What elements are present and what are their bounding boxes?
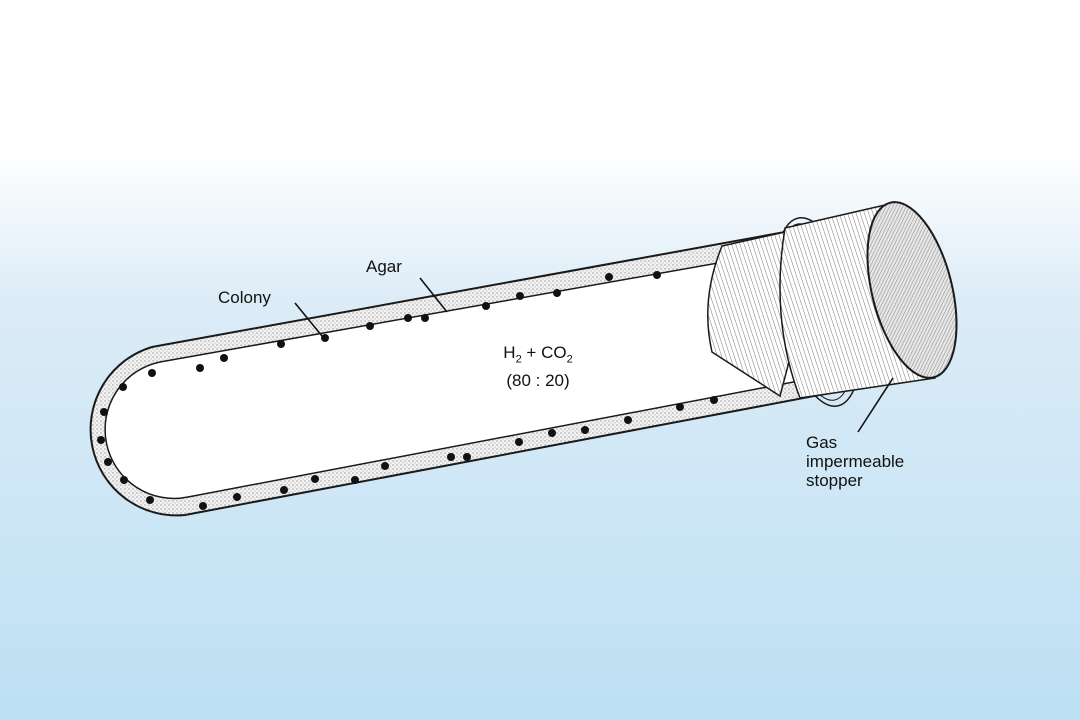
stopper-label-line-1: Gas [806,433,838,452]
leader-lines [294,277,894,433]
colony-dot [463,453,471,461]
colony-leader-line [294,302,323,337]
stopper-leader-line [857,377,894,433]
gas-mixture-label: H2 + CO2 (80 : 20) [478,342,598,392]
colony-dot [233,493,241,501]
gas-h-subscript: 2 [515,353,522,366]
gas-formula: H2 + CO2 [478,342,598,370]
colony-dot [196,364,204,372]
stopper-label: Gas impermeable stopper [806,433,904,490]
gas-plus-co: + CO [526,343,567,362]
colony-dot [710,396,718,404]
colony-dot [100,408,108,416]
stopper-label-line-2: impermeable [806,452,905,471]
colony-dot [447,453,455,461]
colony-dot [482,302,490,310]
stopper-label-line-3: stopper [806,471,863,490]
colony-dot [148,369,156,377]
colony-dot [553,289,561,297]
colony-dot [653,271,661,279]
colony-dot [119,383,127,391]
colonies [97,271,718,510]
stopper-plug [707,231,801,398]
stopper-top-face [866,201,958,379]
agar-label: Agar [366,257,402,276]
test-tube [89,230,832,517]
colony-dot [97,436,105,444]
colony-dot [516,292,524,300]
colony-dot [515,438,523,446]
colony-dot [381,462,389,470]
tube-interior [104,251,827,500]
colony-dot [220,354,228,362]
colony-dot [605,273,613,281]
colony-dot [624,416,632,424]
colony-dot [311,475,319,483]
colony-label: Colony [218,288,271,307]
agar-leader-line [419,277,448,313]
colony-dot [321,334,329,342]
colony-dot [277,340,285,348]
colony-dot [104,458,112,466]
colony-dot [146,496,154,504]
gas-ratio: (80 : 20) [506,371,570,391]
colony-dot [366,322,374,330]
gas-impermeable-stopper [707,201,958,407]
colony-dot [548,429,556,437]
colony-dot [581,426,589,434]
colony-dot [120,476,128,484]
colony-dot [404,314,412,322]
gas-h: H [503,343,516,362]
colony-dot [351,476,359,484]
colony-dot [199,502,207,510]
gas-co-subscript: 2 [566,353,573,366]
colony-dot [676,403,684,411]
colony-dot [421,314,429,322]
colony-dot [280,486,288,494]
